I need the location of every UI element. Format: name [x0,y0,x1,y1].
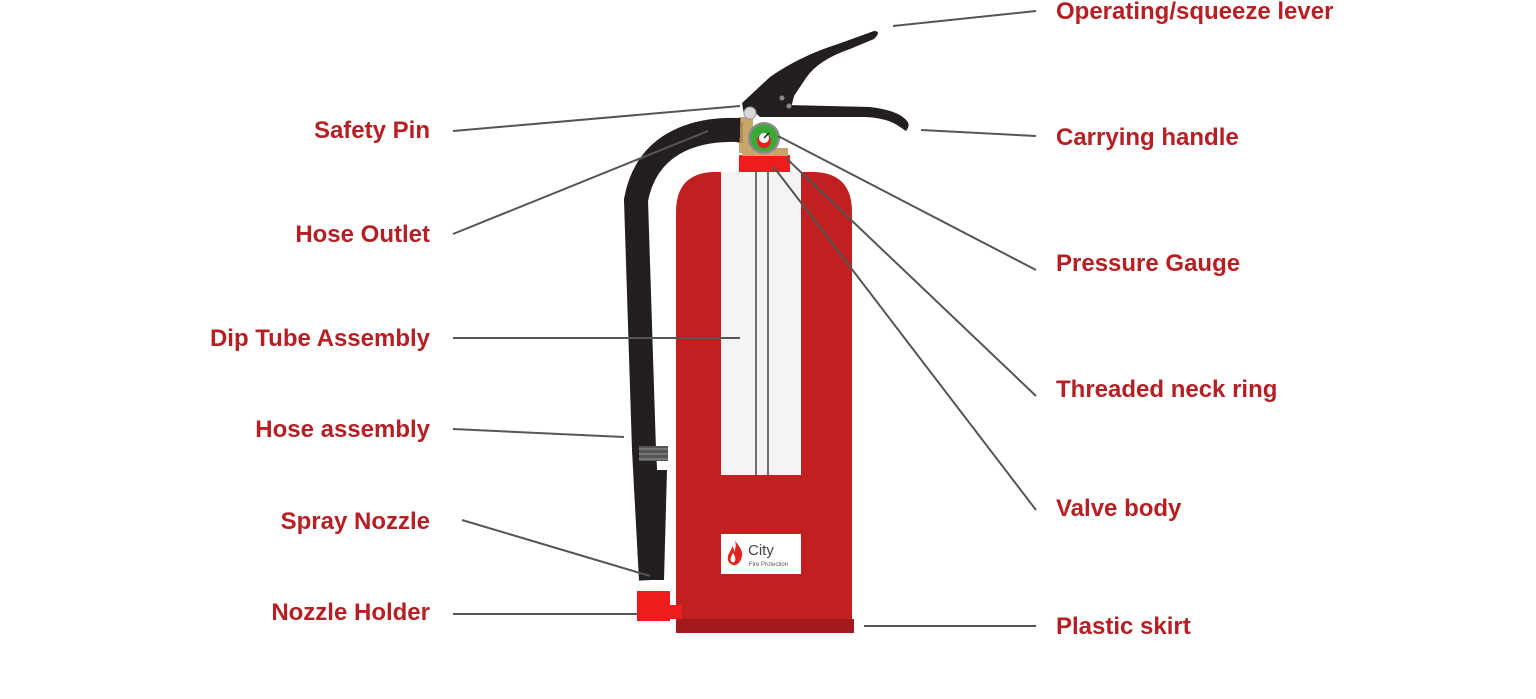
operating-lever [742,31,878,115]
label-operating-lever: Operating/squeeze lever [1056,0,1334,25]
leader-line-operating-lever [892,10,1037,27]
safety-pin [743,106,757,120]
lever-pivot [786,103,792,109]
label-valve-body: Valve body [1056,495,1182,522]
leader-line-hose-outlet [452,130,709,235]
pressure-gauge [748,122,780,154]
label-hose-assembly: Hose assembly [255,416,430,443]
extinguisher-cylinder [676,172,852,620]
label-carrying-handle: Carrying handle [1056,124,1239,151]
brand-subtitle: Fire Protection [749,562,789,568]
label-nozzle-holder: Nozzle Holder [271,599,430,626]
leader-line-carrying-handle [920,129,1037,137]
leader-line-valve-body [772,165,1037,511]
nozzle-holder [637,591,682,621]
label-spray-nozzle: Spray Nozzle [280,508,430,535]
leader-line-safety-pin [452,105,741,132]
brand-name: City [748,542,774,559]
brand-plate: City Fire Protection [721,534,801,574]
label-plastic-skirt: Plastic skirt [1056,613,1191,640]
leader-lines [452,10,1037,627]
label-threaded-neck-ring: Threaded neck ring [1056,376,1278,403]
label-safety-pin: Safety Pin [313,117,430,144]
leader-line-hose-assembly [452,428,625,438]
hose-outlet [726,122,740,138]
threaded-neck-ring [739,155,790,172]
leader-line-spray-nozzle [461,519,651,577]
spray-nozzle [640,470,667,580]
label-dip-tube-assembly: Dip Tube Assembly [209,325,430,352]
lever-pivot [779,95,785,101]
dip-tube [755,172,769,475]
plastic-skirt [676,619,854,633]
leader-line-pressure-gauge [777,135,1037,271]
label-hose-outlet: Hose Outlet [295,221,430,248]
label-pressure-gauge: Pressure Gauge [1056,250,1241,277]
leader-line-threaded-neck-ring [785,157,1037,397]
flame-icon [727,540,743,566]
label-panel [721,172,801,475]
hose-assembly [623,117,741,581]
hose-coupling [639,446,668,461]
